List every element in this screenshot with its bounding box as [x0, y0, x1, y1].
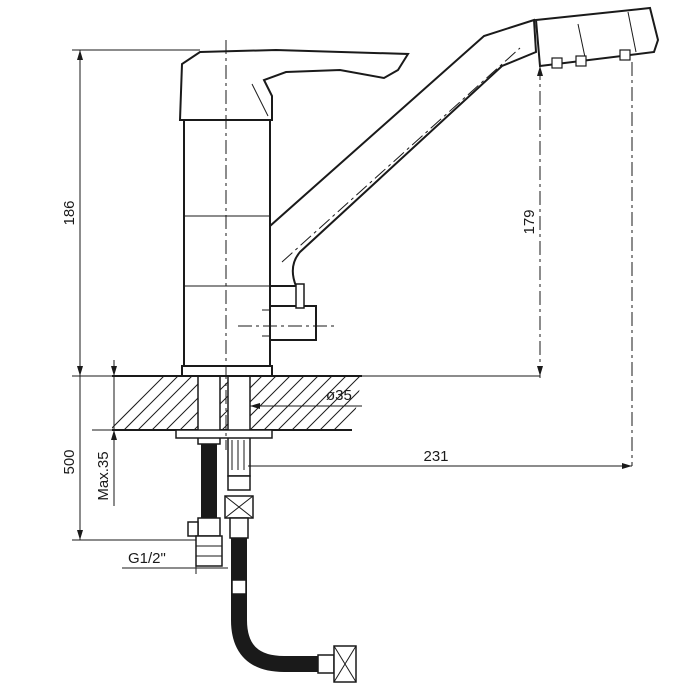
hose-right-ferrule: [317, 654, 335, 674]
filter-valve: [269, 305, 317, 341]
extension-lines: [72, 49, 632, 541]
dimension-label-hose-length: 500: [61, 449, 78, 474]
dimension-overall-height: 186: [61, 50, 83, 376]
dimension-max-mount-thickness: Max.35: [95, 360, 117, 506]
hose-left: [187, 444, 223, 567]
dimension-label-overall-height: 186: [61, 200, 78, 225]
dimension-hose-length: 500: [61, 376, 83, 540]
dimension-spout-height: 179: [521, 66, 543, 376]
faucet-column: [183, 119, 271, 367]
hose-left-ferrule: [197, 517, 221, 537]
center-lines: [225, 40, 633, 466]
lever-handle: [178, 48, 410, 121]
hose-right: [224, 475, 357, 683]
mounting-washer: [175, 429, 273, 439]
hose-left-nut: [195, 535, 223, 567]
spout-head: [534, 6, 660, 68]
faucet-body: [178, 6, 660, 377]
spout: [269, 18, 538, 287]
filter-valve-knob: [295, 283, 305, 309]
dimension-label-mount-hole-diameter: ø35: [326, 387, 352, 404]
dimension-thread-size: G1/2": [122, 550, 228, 574]
dimension-label-spout-height: 179: [521, 209, 538, 234]
mounting-stud: [175, 375, 273, 477]
dimension-mount-hole-diameter: ø35: [250, 387, 362, 409]
dimension-label-thread-size: G1/2": [128, 550, 166, 567]
dimension-label-max-mount-thickness: Max.35: [95, 451, 112, 500]
faucet-base-flange: [181, 365, 273, 377]
dimension-spout-reach: 231: [423, 448, 632, 469]
dimension-label-spout-reach: 231: [423, 448, 448, 465]
